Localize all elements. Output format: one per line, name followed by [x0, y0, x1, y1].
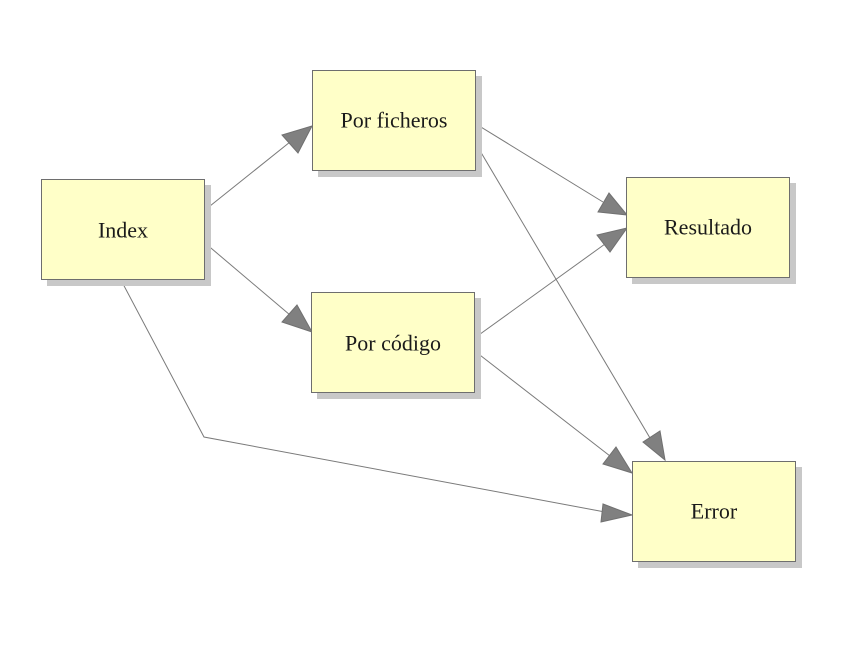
node-index-label: Index	[98, 218, 148, 243]
edge-index-to-por-codigo	[204, 242, 314, 333]
arrowhead	[281, 304, 314, 333]
edge-index-to-error	[121, 281, 634, 523]
edge-por-codigo-to-resultado	[475, 227, 629, 338]
edge-por-ficheros-to-resultado	[475, 123, 629, 216]
arrowhead	[642, 430, 666, 462]
node-por-ficheros[interactable]: Por ficheros	[312, 70, 483, 178]
node-resultado-label: Resultado	[664, 215, 752, 240]
node-resultado[interactable]: Resultado	[626, 177, 797, 285]
node-index[interactable]: Index	[41, 179, 212, 287]
edge-index-to-por-ficheros	[204, 125, 313, 211]
arrowhead	[600, 503, 634, 523]
node-por-codigo-label: Por código	[345, 331, 441, 356]
node-por-codigo[interactable]: Por código	[311, 292, 482, 400]
node-error[interactable]: Error	[632, 461, 803, 569]
arrowhead	[602, 446, 634, 474]
node-error-label: Error	[691, 499, 738, 524]
edge-por-codigo-to-error	[475, 351, 634, 474]
arrowhead	[596, 227, 629, 253]
arrowhead	[281, 125, 313, 154]
node-por-ficheros-label: Por ficheros	[341, 108, 448, 133]
arrowhead	[597, 192, 629, 216]
edge-por-ficheros-to-error	[475, 143, 666, 462]
